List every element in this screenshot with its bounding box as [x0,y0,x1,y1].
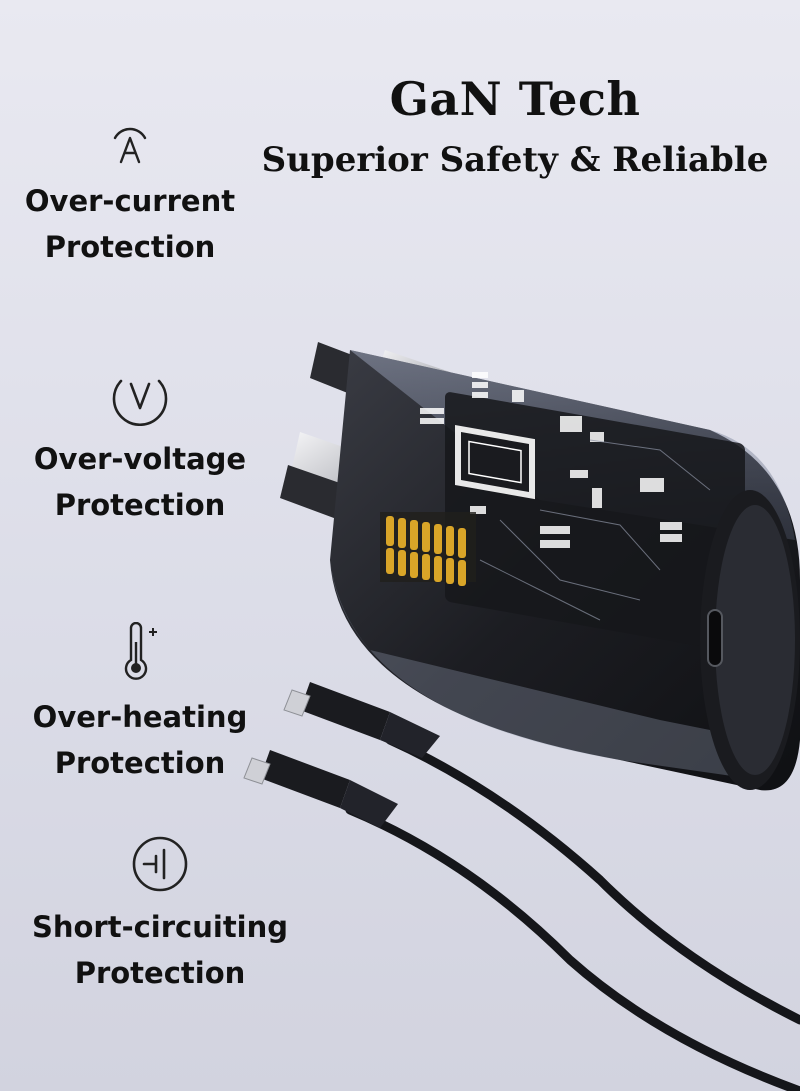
feature-subtitle: Protection [54,488,226,522]
usb-c-cable [243,682,800,1091]
feature-subtitle: Protection [74,956,246,990]
ampere-icon [113,127,147,164]
feature-short-circuiting: Short-circuiting Protection [10,834,310,996]
thermometer-icon [124,622,157,680]
feature-title: Over-voltage [33,442,247,476]
page-subtitle: Superior Safety & Reliable [261,140,769,180]
feature-subtitle: Protection [44,230,216,264]
feature-title: Over-heating [32,700,248,734]
usb-c-port [707,609,723,667]
feature-over-current: Over-current Protection [0,122,290,270]
voltage-icon [112,379,168,426]
gold-connector-pins [380,512,476,586]
feature-subtitle: Protection [54,746,226,780]
circuit-board [380,372,745,654]
page-title: GaN Tech [389,72,641,126]
charger-illustration [243,342,800,1091]
feature-title: Short-circuiting [31,910,289,944]
feature-over-voltage: Over-voltage Protection [0,364,290,528]
feature-title: Over-current [24,184,236,218]
feature-over-heating: Over-heating Protection [0,622,290,786]
short-circuit-icon [132,836,188,892]
